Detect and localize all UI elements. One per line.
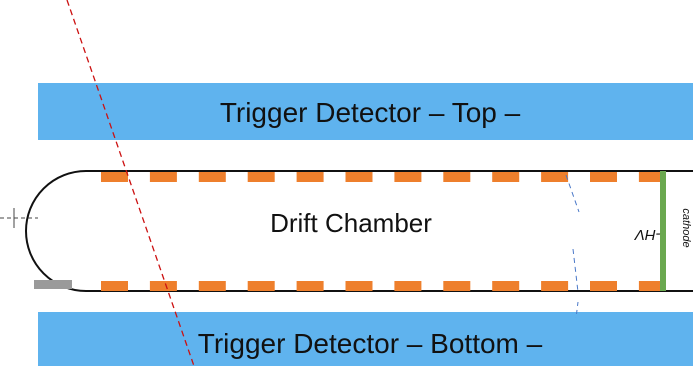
drift-line-upper bbox=[565, 174, 580, 213]
hv-label: -HV bbox=[633, 226, 661, 243]
bottom-electrode-row bbox=[101, 281, 666, 291]
bottom-detector-label: Trigger Detector – Bottom – bbox=[198, 328, 543, 359]
top-electrode-row bbox=[101, 172, 666, 182]
top-detector-panel bbox=[38, 83, 693, 140]
bottom-electrode-pad bbox=[394, 281, 422, 291]
bottom-detector-panel bbox=[38, 312, 693, 366]
cathode-label: cathode bbox=[680, 208, 692, 247]
bottom-electrode-pad bbox=[198, 281, 226, 291]
drift-line-lower bbox=[572, 248, 579, 293]
top-electrode-pad bbox=[541, 172, 569, 182]
top-electrode-pad bbox=[638, 172, 666, 182]
chamber-label: Drift Chamber bbox=[270, 208, 432, 238]
top-trigger-detector: Trigger Detector – Top – bbox=[38, 83, 693, 140]
top-electrode-pad bbox=[345, 172, 373, 182]
top-electrode-pad bbox=[394, 172, 422, 182]
top-electrode-pad bbox=[247, 172, 275, 182]
bottom-electrode-pad bbox=[638, 281, 666, 291]
drift-line-tail bbox=[575, 301, 579, 319]
drift-chamber: Drift Chamber bbox=[25, 170, 693, 292]
top-electrode-pad bbox=[149, 172, 177, 182]
bottom-electrode-pad bbox=[492, 281, 520, 291]
top-electrode-pad bbox=[198, 172, 226, 182]
top-electrode-pad bbox=[590, 172, 617, 182]
top-electrode-pad bbox=[443, 172, 471, 182]
bottom-electrode-pad bbox=[247, 281, 275, 291]
top-electrode-pad bbox=[296, 172, 324, 182]
top-electrode-pad bbox=[492, 172, 520, 182]
hv-electrode-bar bbox=[660, 171, 666, 291]
grey-block bbox=[34, 280, 72, 289]
top-electrode-pad bbox=[101, 172, 128, 182]
bottom-electrode-pad bbox=[443, 281, 471, 291]
bottom-electrode-pad bbox=[149, 281, 177, 291]
bottom-electrode-pad bbox=[345, 281, 373, 291]
bottom-trigger-detector: Trigger Detector – Bottom – bbox=[38, 312, 693, 366]
bottom-electrode-pad bbox=[590, 281, 617, 291]
particle-track bbox=[66, 0, 195, 366]
top-detector-label: Trigger Detector – Top – bbox=[220, 97, 521, 128]
bottom-electrode-pad bbox=[296, 281, 324, 291]
bottom-electrode-pad bbox=[541, 281, 569, 291]
bottom-electrode-pad bbox=[101, 281, 128, 291]
